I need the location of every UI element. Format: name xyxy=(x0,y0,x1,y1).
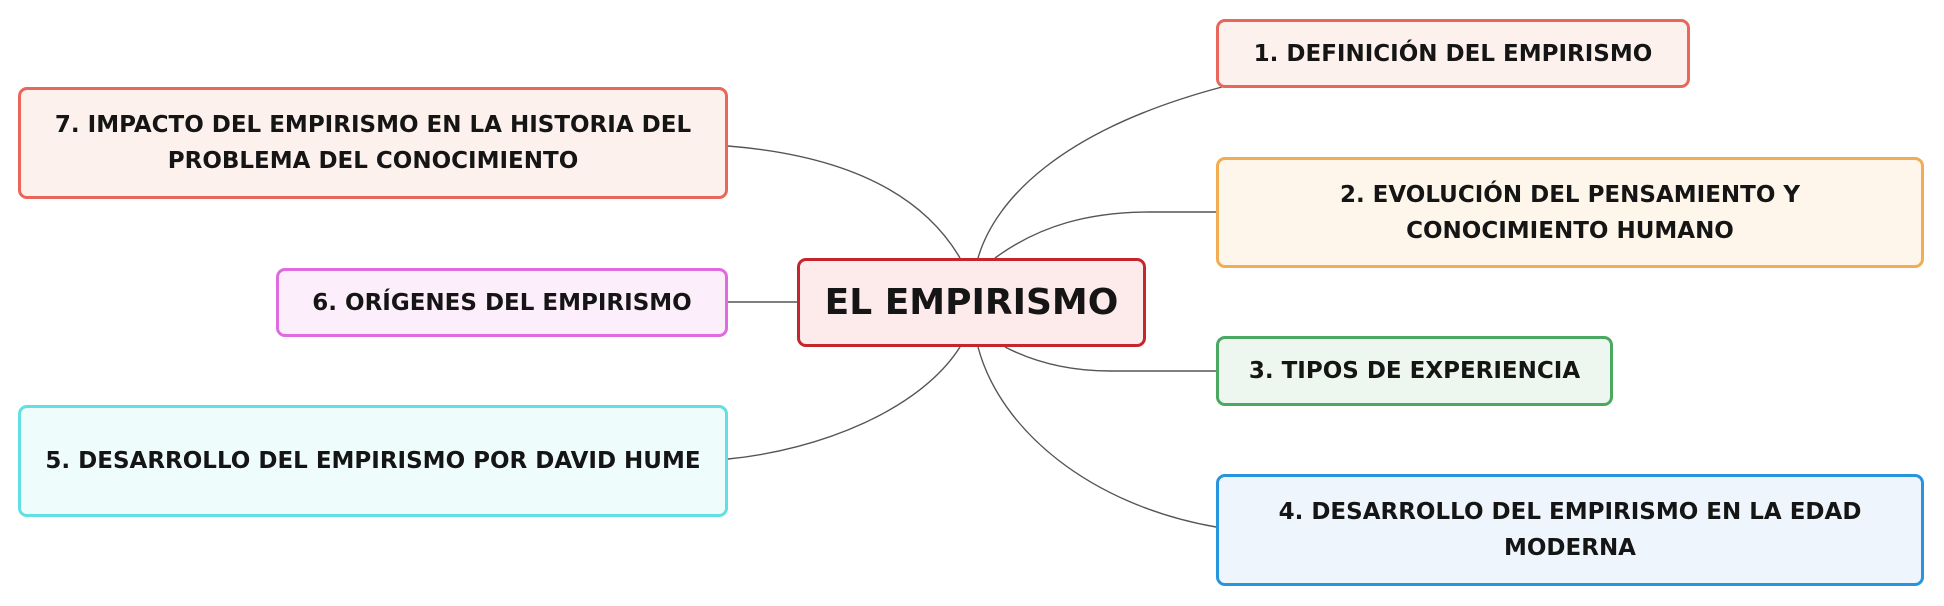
topic-6-origenes[interactable]: 6. ORÍGENES DEL EMPIRISMO xyxy=(276,268,728,337)
connector-topic-7 xyxy=(727,145,961,259)
topic-3-tipos-experiencia[interactable]: 3. TIPOS DE EXPERIENCIA xyxy=(1216,336,1613,406)
topic-5-label: 5. DESARROLLO DEL EMPIRISMO POR DAVID HU… xyxy=(45,448,701,474)
connector-topic-2 xyxy=(994,211,1216,259)
topic-4-edad-moderna[interactable]: 4. DESARROLLO DEL EMPIRISMO EN LA EDAD M… xyxy=(1216,474,1924,586)
topic-2-label: 2. EVOLUCIÓN DEL PENSAMIENTO Y CONOCIMIE… xyxy=(1339,181,1801,244)
connector-topic-4 xyxy=(977,346,1217,528)
topic-1-definicion[interactable]: 1. DEFINICIÓN DEL EMPIRISMO xyxy=(1216,19,1690,88)
topic-4-label: 4. DESARROLLO DEL EMPIRISMO EN LA EDAD M… xyxy=(1278,499,1862,561)
topic-1-label: 1. DEFINICIÓN DEL EMPIRISMO xyxy=(1253,40,1653,67)
topic-6-label: 6. ORÍGENES DEL EMPIRISMO xyxy=(312,289,692,316)
topic-7-impacto[interactable]: 7. IMPACTO DEL EMPIRISMO EN LA HISTORIA … xyxy=(18,87,728,199)
central-topic-label: EL EMPIRISMO xyxy=(824,281,1119,323)
topic-7-label: 7. IMPACTO DEL EMPIRISMO EN LA HISTORIA … xyxy=(54,112,692,174)
topic-3-label: 3. TIPOS DE EXPERIENCIA xyxy=(1248,358,1581,384)
connector-topic-3 xyxy=(1004,346,1216,372)
central-topic[interactable]: EL EMPIRISMO xyxy=(797,258,1146,347)
topic-5-david-hume[interactable]: 5. DESARROLLO DEL EMPIRISMO POR DAVID HU… xyxy=(18,405,728,517)
topic-2-evolucion[interactable]: 2. EVOLUCIÓN DEL PENSAMIENTO Y CONOCIMIE… xyxy=(1216,157,1924,268)
connector-topic-5 xyxy=(727,346,961,460)
connector-topic-1 xyxy=(977,86,1223,259)
